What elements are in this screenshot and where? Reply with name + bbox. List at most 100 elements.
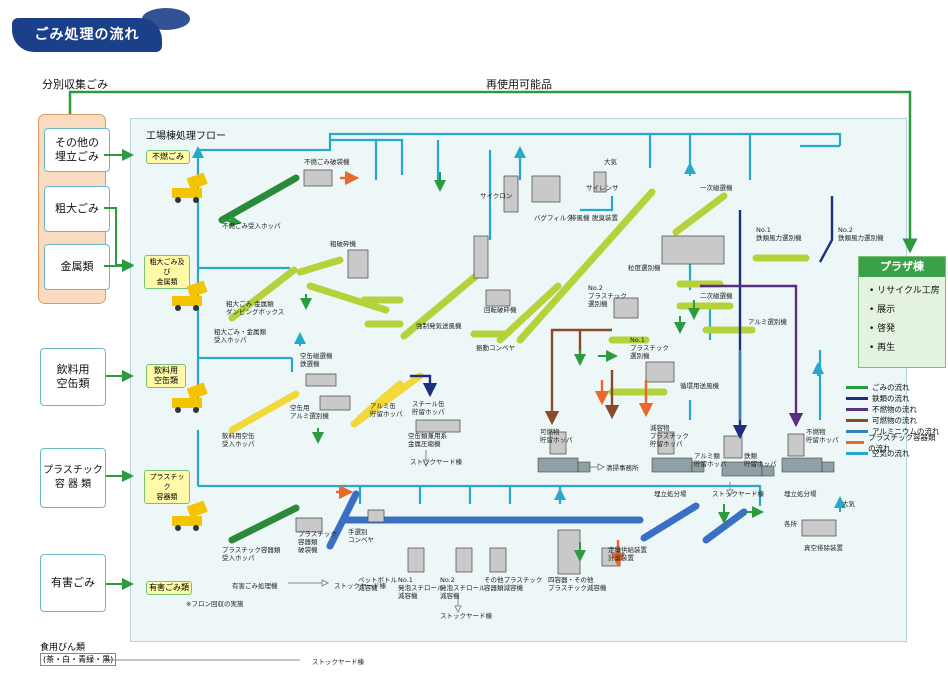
label-alu-hopper: アルミ類 貯留ホッパ bbox=[694, 452, 727, 468]
legend-item: プラスチック容器類の流れ bbox=[846, 433, 942, 453]
plaza-item-exhibit: • 展示 bbox=[869, 305, 896, 315]
label-pet: ペットボトル 減容機 bbox=[358, 576, 397, 592]
truck-icons bbox=[172, 172, 208, 531]
label-to-cleaning: 清掃事務所 bbox=[606, 464, 639, 472]
legend-swatch bbox=[846, 408, 868, 411]
label-can-press: 空缶類兼用系 金属圧縮機 bbox=[408, 432, 447, 448]
legend-swatch bbox=[846, 386, 868, 389]
legend-item: 不燃物の流れ bbox=[846, 404, 942, 415]
legend-swatch bbox=[846, 430, 868, 433]
source-metal: 金属類 bbox=[44, 244, 110, 290]
label-atmosphere: 大気 bbox=[604, 158, 617, 166]
label-primary-mag: 一次磁選機 bbox=[700, 184, 733, 192]
category-label-bulky: 粗大ごみ及び 金属類 bbox=[144, 255, 190, 289]
source-bulky: 粗大ごみ bbox=[44, 186, 110, 232]
legend-item: アルミニウムの流れ bbox=[846, 426, 942, 437]
category-label-cans: 飲料用 空缶類 bbox=[146, 364, 186, 388]
label-combustible-hopper: 可燃物 貯留ホッパ bbox=[540, 428, 573, 444]
label-alu-sorter: アルミ選別機 bbox=[748, 318, 787, 326]
label-foam1: No.1 発泡スチロール 減容機 bbox=[398, 576, 444, 600]
source-hazard: 有害ごみ bbox=[40, 554, 106, 612]
comb-flow bbox=[544, 328, 612, 426]
category-label-nonburnable: 不燃ごみ bbox=[146, 150, 190, 164]
label-alu-can-hopper: アルミ缶 貯留ホッパ bbox=[370, 402, 403, 418]
legend-swatch bbox=[846, 397, 868, 400]
source-plastic: プラスチック 容 器 類 bbox=[40, 448, 106, 508]
label-stockyard-hazard: ストックヤード棟 bbox=[334, 582, 386, 590]
label-stockyard-cans: ストックヤード棟 bbox=[410, 458, 462, 466]
label-reduced-plastic: 減容物 プラスチック 貯留ホッパ bbox=[650, 424, 689, 448]
label-deodorizer: 脱臭装置 bbox=[592, 214, 618, 222]
source-cans: 飲料用 空缶類 bbox=[40, 348, 106, 406]
label-landfill: 埋立処分場 bbox=[654, 490, 687, 498]
label-exhaust-fan: 排風機 bbox=[570, 214, 590, 222]
category-label-hazard: 有害ごみ類 bbox=[146, 581, 192, 595]
dump-trucks bbox=[537, 457, 835, 477]
plaza-building: プラザ棟 • リサイクル工房 • 展示 • 啓発 • 再生 bbox=[858, 256, 946, 368]
legend-swatch bbox=[846, 441, 865, 444]
label-particle-sorter: 粒度選別機 bbox=[628, 264, 661, 272]
source-arrows bbox=[104, 149, 300, 661]
plaza-item-awareness: • 啓発 bbox=[869, 324, 896, 334]
label-stockyard-metal: ストックヤード棟 bbox=[712, 490, 764, 498]
label-compactor: 四容器・その他 プラスチック減容機 bbox=[548, 576, 607, 592]
plaza-title: プラザ棟 bbox=[859, 257, 945, 277]
label-stacker: 定量供給装置 計量装置 bbox=[608, 546, 647, 562]
factory-flow-panel bbox=[130, 118, 907, 642]
label-can-hopper: 飲料用空缶 受入ホッパ bbox=[222, 432, 255, 448]
label-fine-crusher: 回転破砕機 bbox=[484, 306, 517, 314]
legend-item: 空気の流れ bbox=[846, 448, 942, 459]
label-plastic-sorter2: No.2 プラスチック 選別機 bbox=[588, 284, 627, 308]
label-other-plastic: その他プラスチック 容器類減容機 bbox=[484, 576, 543, 592]
iron-flow-2 bbox=[818, 196, 834, 263]
label-funen-crusher: 不燃ごみ破袋機 bbox=[304, 158, 350, 166]
category-label-plastic: プラスチック 容器類 bbox=[144, 470, 190, 504]
label-vacuum: 真空排除装置 bbox=[804, 544, 843, 552]
label-can-mag: 空缶磁選機 鉄選機 bbox=[300, 352, 333, 368]
reuse-flow-line bbox=[68, 90, 918, 254]
noncomb-flow bbox=[700, 284, 804, 428]
label-freon-note: ※フロン回収の実施 bbox=[186, 600, 244, 608]
legend: ごみの流れ 鉄類の流れ 不燃物の流れ 可燃物の流れ アルミニウムの流れ プラスチ… bbox=[846, 382, 942, 459]
conveyors bbox=[218, 174, 810, 550]
label-foam2: No.2 発泡スチロール 減容機 bbox=[440, 576, 486, 600]
legend-item: 可燃物の流れ bbox=[846, 415, 942, 426]
stockyard-arrows bbox=[288, 450, 734, 614]
label-exhaust-sources: 各所 bbox=[784, 520, 797, 528]
reusable-label: 再使用可能品 bbox=[486, 78, 552, 91]
label-bag-filter: バグフィルタ bbox=[534, 214, 573, 222]
label-landfill-2: 埋立処分場 bbox=[784, 490, 817, 498]
bottle-source: 食用びん類 bbox=[40, 643, 86, 653]
label-vib-conveyor: 振動コンベヤ bbox=[476, 344, 515, 352]
label-funen-hopper: 不燃ごみ受入ホッパ bbox=[222, 222, 281, 230]
label-rough-crusher: 粗破砕機 bbox=[330, 240, 356, 248]
plaza-item-workshop: • リサイクル工房 bbox=[869, 286, 940, 296]
label-steel-can-hopper: スチール缶 貯留ホッパ bbox=[412, 400, 445, 416]
page-title: ごみ処理の流れ bbox=[12, 18, 162, 52]
label-iron-sorter2: No.2 鉄類風力選別機 bbox=[838, 226, 884, 242]
output-arrows bbox=[221, 172, 764, 562]
label-iron-sorter1: No.1 鉄類風力選別機 bbox=[756, 226, 802, 242]
label-sodai-hopper: 粗大ごみ・金属類 受入ホッパ bbox=[214, 328, 266, 344]
legend-swatch bbox=[846, 452, 868, 455]
label-hazard-process: 有害ごみ処理機 bbox=[232, 582, 278, 590]
air-up-arrows bbox=[192, 146, 846, 512]
label-secondary-mag: 二次磁選機 bbox=[700, 292, 733, 300]
label-manual-conveyor: 手選別 コンベヤ bbox=[348, 528, 374, 544]
bottle-destination: ストックヤード棟 bbox=[312, 658, 364, 666]
label-plastic-sorter1: No.1 プラスチック 選別機 bbox=[630, 336, 669, 360]
legend-item: 鉄類の流れ bbox=[846, 393, 942, 404]
label-noncomb-hopper: 不燃物 貯留ホッパ bbox=[806, 428, 839, 444]
label-silencer: サイレンサ bbox=[586, 184, 619, 192]
label-plastic-crusher: プラスチック 容器類 破袋機 bbox=[298, 530, 337, 554]
legend-swatch bbox=[846, 419, 868, 422]
machine-shapes bbox=[295, 169, 837, 575]
panel-title: 工場棟処理フロー bbox=[146, 131, 226, 142]
label-plastic-hopper: プラスチック容器類 受入ホッパ bbox=[222, 546, 281, 562]
legend-item: ごみの流れ bbox=[846, 382, 942, 393]
label-atmosphere-2: 大気 bbox=[842, 500, 855, 508]
label-recycle-fan: 循環用送風機 bbox=[680, 382, 719, 390]
label-fan-transfer: 強制発気送風機 bbox=[416, 322, 462, 330]
label-cyclone: サイクロン bbox=[480, 192, 513, 200]
